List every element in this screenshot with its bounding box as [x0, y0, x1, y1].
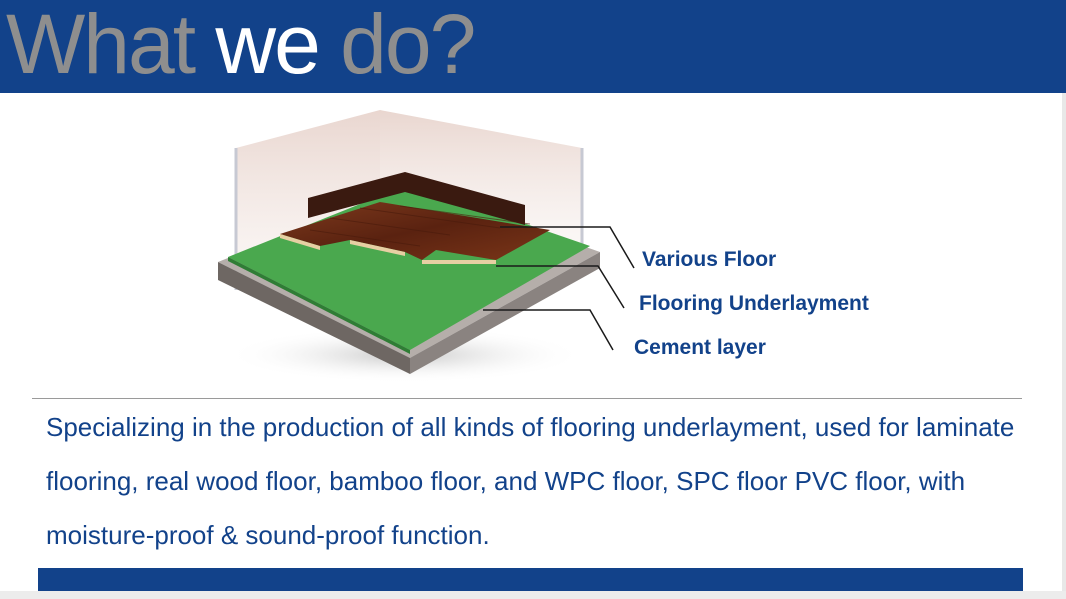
page-title: What we do? [6, 0, 476, 91]
title-part-do: do? [318, 0, 476, 91]
title-part-we: we [215, 0, 320, 91]
label-various-floor: Various Floor [642, 248, 777, 271]
header-bar: What we do? [0, 0, 1066, 93]
wood-floor-shape [280, 172, 550, 264]
description-paragraph: Specializing in the production of all ki… [46, 412, 1015, 550]
right-edge-strip [1062, 93, 1066, 599]
floor-layers-illustration [218, 110, 635, 383]
leader-lines [483, 226, 635, 351]
label-cement-layer: Cement layer [634, 336, 766, 359]
footer-strip [0, 591, 1066, 599]
footer-bar [38, 568, 1023, 591]
label-flooring-underlayment: Flooring Underlayment [639, 292, 869, 315]
title-part-what: What [6, 0, 216, 91]
section-divider [32, 398, 1022, 399]
